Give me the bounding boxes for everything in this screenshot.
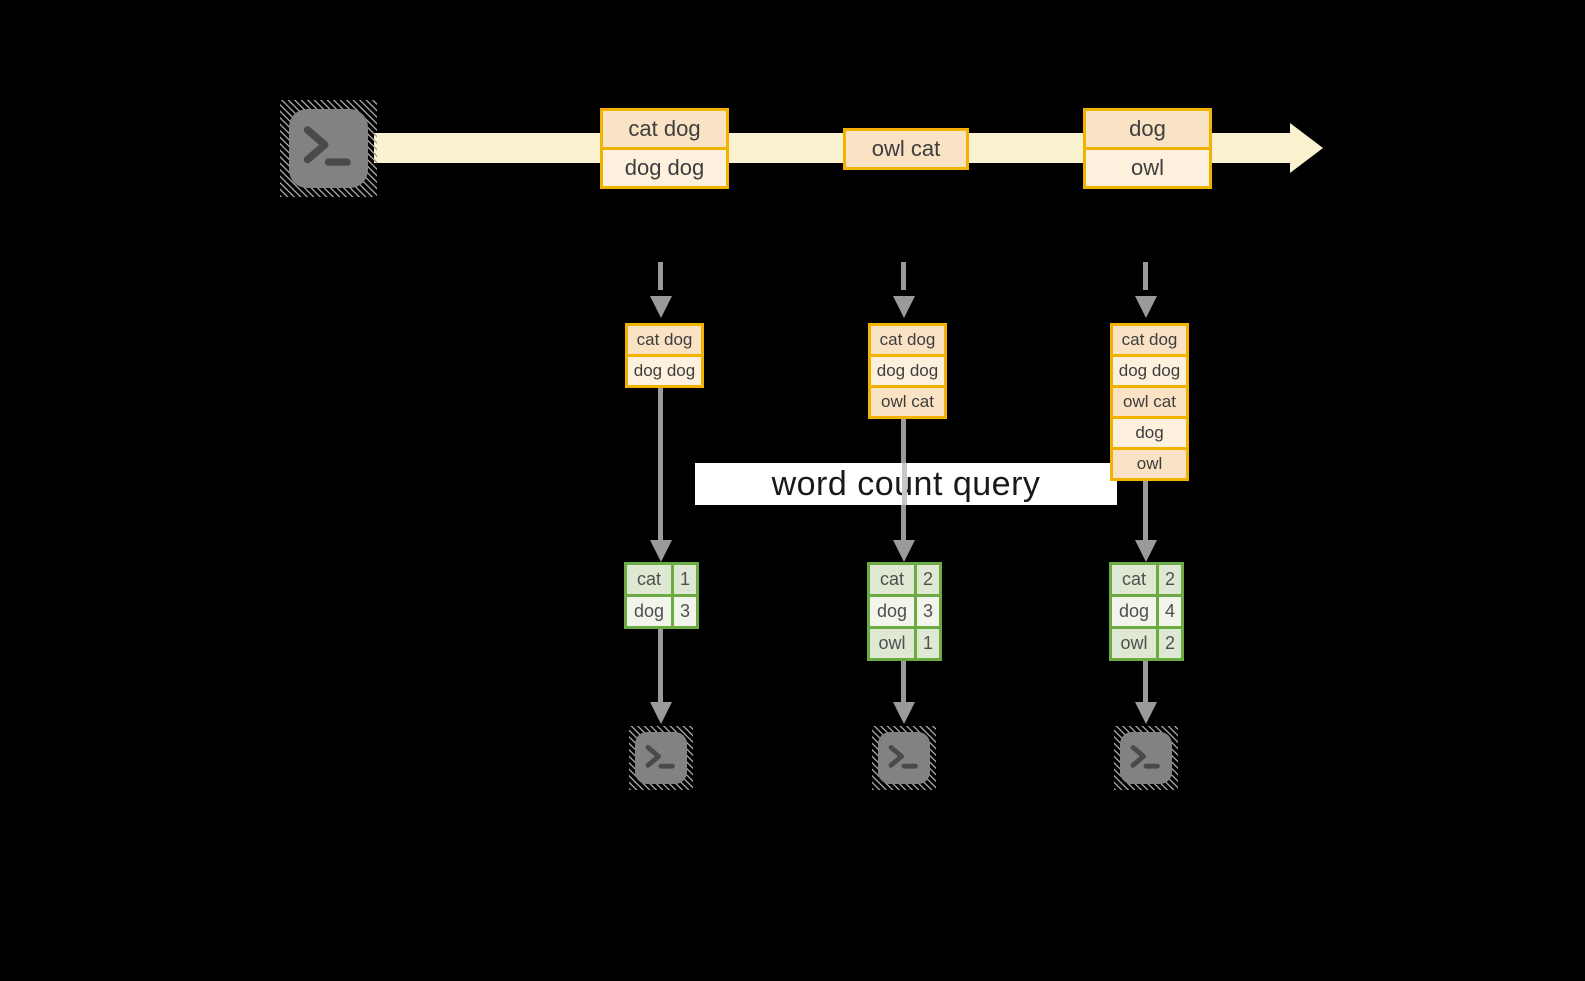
sink-arrow-line <box>901 661 906 702</box>
count-value: 3 <box>917 597 939 626</box>
accumulated-stack-1: cat dog dog dog <box>625 323 704 388</box>
terminal-sink-icon <box>629 726 693 790</box>
stack-line: cat dog <box>871 326 944 354</box>
dashed-arrow-line <box>1143 262 1148 290</box>
stack-line: owl <box>1113 447 1186 478</box>
count-word: cat <box>870 565 914 594</box>
count-value: 4 <box>1159 597 1181 626</box>
stack-line: dog dog <box>1113 354 1186 385</box>
count-table-1: cat 1 dog 3 <box>624 562 699 629</box>
stream-timeline-arrow-head <box>1290 123 1323 173</box>
stack-line: dog <box>1113 416 1186 447</box>
terminal-prompt-glyph <box>645 745 675 769</box>
terminal-prompt-glyph <box>303 126 351 166</box>
terminal-source-icon <box>280 100 377 197</box>
sink-arrow-line <box>658 629 663 702</box>
count-table-3: cat 2 dog 4 owl 2 <box>1109 562 1184 661</box>
sink-arrow-line <box>1143 661 1148 702</box>
batch-box-2: owl cat <box>843 128 969 170</box>
terminal-prompt-glyph <box>888 745 918 769</box>
dashed-arrow-head <box>893 296 915 318</box>
count-value: 2 <box>1159 565 1181 594</box>
query-arrow-line <box>1143 481 1148 540</box>
dashed-arrow-head <box>1135 296 1157 318</box>
count-word: owl <box>870 629 914 658</box>
batch-box-3: dog owl <box>1083 108 1212 189</box>
stack-line: cat dog <box>628 326 701 354</box>
count-value: 1 <box>917 629 939 658</box>
count-word: dog <box>627 597 671 626</box>
batch-line: dog dog <box>603 147 726 186</box>
count-value: 2 <box>917 565 939 594</box>
accumulated-stack-2: cat dog dog dog owl cat <box>868 323 947 419</box>
sink-arrow-head <box>650 702 672 724</box>
dashed-arrow-head <box>650 296 672 318</box>
terminal-sink-icon <box>1114 726 1178 790</box>
terminal-prompt-glyph <box>1130 745 1160 769</box>
count-value: 1 <box>674 565 696 594</box>
batch-line: owl <box>1086 147 1209 186</box>
stack-line: cat dog <box>1113 326 1186 354</box>
query-arrow-head <box>1135 540 1157 562</box>
query-arrow-head <box>650 540 672 562</box>
query-arrow-head <box>893 540 915 562</box>
stack-line: dog dog <box>628 354 701 385</box>
accumulated-stack-3: cat dog dog dog owl cat dog owl <box>1110 323 1189 481</box>
count-word: dog <box>1112 597 1156 626</box>
terminal-sink-icon-body <box>878 732 930 784</box>
count-value: 3 <box>674 597 696 626</box>
count-value: 2 <box>1159 629 1181 658</box>
sink-arrow-head <box>1135 702 1157 724</box>
query-arrow-line-over-banner <box>902 463 907 505</box>
batch-line: dog <box>1086 111 1209 147</box>
count-word: cat <box>1112 565 1156 594</box>
dashed-arrow-line <box>658 262 663 290</box>
count-word: dog <box>870 597 914 626</box>
query-arrow-line <box>658 388 663 540</box>
dashed-arrow-line <box>901 262 906 290</box>
batch-line: cat dog <box>603 111 726 147</box>
terminal-source-icon-body <box>289 109 368 188</box>
stack-line: owl cat <box>1113 385 1186 416</box>
terminal-sink-icon <box>872 726 936 790</box>
count-word: owl <box>1112 629 1156 658</box>
count-table-2: cat 2 dog 3 owl 1 <box>867 562 942 661</box>
count-word: cat <box>627 565 671 594</box>
stack-line: owl cat <box>871 385 944 416</box>
terminal-sink-icon-body <box>635 732 687 784</box>
terminal-sink-icon-body <box>1120 732 1172 784</box>
batch-box-1: cat dog dog dog <box>600 108 729 189</box>
stack-line: dog dog <box>871 354 944 385</box>
sink-arrow-head <box>893 702 915 724</box>
batch-line: owl cat <box>846 131 966 167</box>
